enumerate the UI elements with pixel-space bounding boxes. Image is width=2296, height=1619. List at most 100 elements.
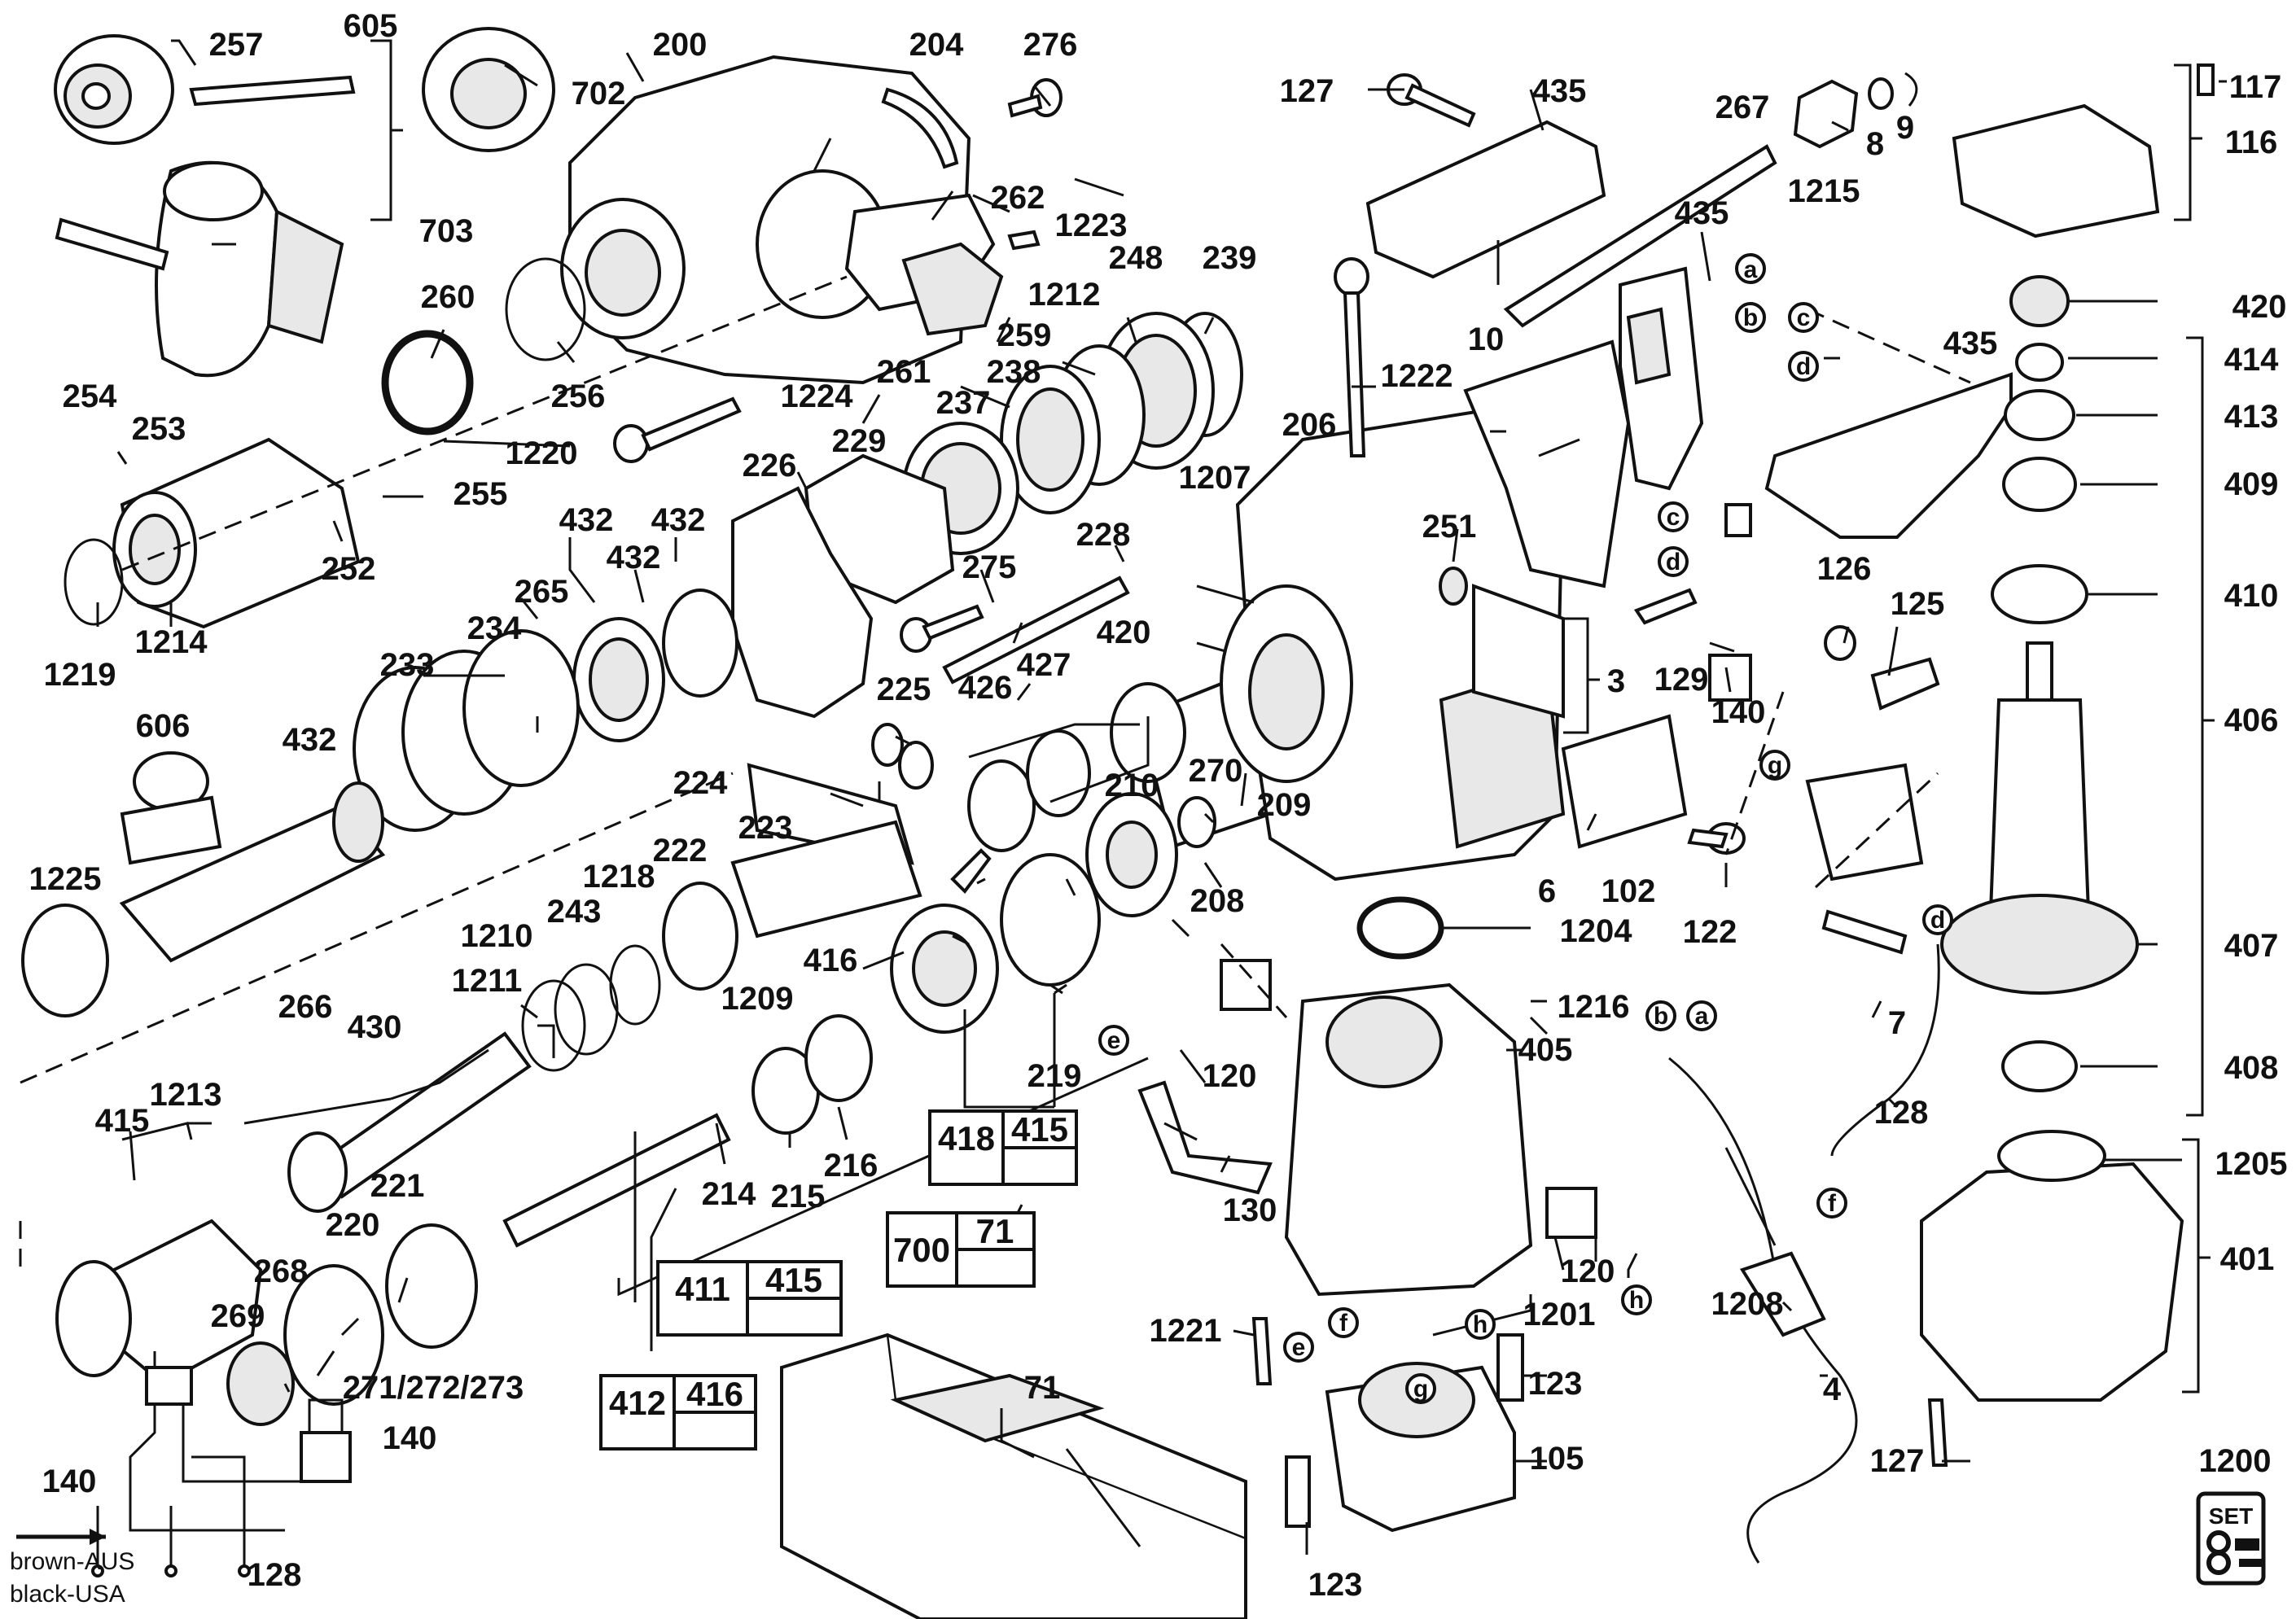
- switch-part: [1619, 266, 1704, 491]
- striker-430-part: [287, 1031, 532, 1213]
- label-406: 406: [2224, 702, 2279, 738]
- carbon-brush-part: [1633, 503, 1752, 702]
- label-432-a: 432: [559, 502, 614, 538]
- label-1204: 1204: [1560, 913, 1633, 949]
- label-427: 427: [1017, 647, 1071, 683]
- label-214: 214: [702, 1176, 756, 1212]
- connector-letter: h: [1629, 1287, 1644, 1314]
- bearing-stack-part: [1991, 343, 2088, 624]
- label-1201: 1201: [1523, 1297, 1596, 1332]
- screw-127b-part: [1927, 1398, 1948, 1467]
- ring-1219-part: [64, 538, 124, 626]
- connector-b-top: b: [1735, 302, 1766, 333]
- label-9: 9: [1896, 110, 1914, 146]
- label-102: 102: [1602, 873, 1656, 909]
- stator-housing-part: [1284, 982, 1533, 1297]
- label-413: 413: [2224, 399, 2279, 435]
- grip-702-part: [422, 27, 555, 152]
- label-1205: 1205: [2215, 1146, 2288, 1182]
- label-130: 130: [1223, 1192, 1277, 1228]
- note-brown-aus: brown-AUS: [10, 1548, 134, 1575]
- connector-letter: g: [1768, 752, 1782, 779]
- label-268: 268: [254, 1254, 309, 1289]
- label-414: 414: [2224, 342, 2279, 378]
- screw-127-part: [1387, 73, 1476, 128]
- label-405: 405: [1518, 1032, 1573, 1068]
- table-700-71: 700 71: [886, 1211, 1036, 1288]
- ring-427-part: [1026, 729, 1091, 817]
- note-black-usa: black-USA: [10, 1581, 125, 1608]
- intermediate-shaft-part: [502, 1113, 731, 1248]
- label-257: 257: [209, 27, 264, 63]
- label-222: 222: [653, 833, 708, 869]
- connector-g-bottom: g: [1405, 1373, 1436, 1404]
- label-1207: 1207: [1179, 460, 1251, 496]
- connector-letter: e: [1292, 1334, 1306, 1361]
- label-432-c: 432: [607, 540, 661, 575]
- label-122: 122: [1683, 914, 1737, 950]
- label-275: 275: [962, 549, 1017, 585]
- label-1216: 1216: [1558, 989, 1630, 1025]
- box-700-label: 700: [893, 1231, 950, 1269]
- ring-426-part: [967, 759, 1036, 852]
- label-430: 430: [348, 1009, 402, 1045]
- label-3: 3: [1607, 663, 1625, 699]
- label-269: 269: [211, 1298, 265, 1334]
- connector-letter: f: [1828, 1190, 1837, 1217]
- bearing-set-part: [902, 312, 1243, 555]
- label-1200: 1200: [2199, 1443, 2272, 1479]
- label-1218: 1218: [583, 859, 655, 895]
- connector-letter: f: [1339, 1310, 1348, 1337]
- label-206: 206: [1282, 407, 1337, 443]
- box-416-label: 416: [686, 1375, 743, 1413]
- label-1213: 1213: [150, 1077, 222, 1113]
- label-140-left: 140: [42, 1464, 97, 1499]
- label-228: 228: [1076, 517, 1131, 553]
- table-418-415: 418 415: [928, 1109, 1078, 1186]
- screw-1220-part: [613, 396, 742, 463]
- wiring-notes: brown-AUS black-USA SET: [10, 1503, 2253, 1608]
- label-432-b: 432: [651, 502, 706, 538]
- label-1222: 1222: [1381, 358, 1453, 394]
- connector-letter: e: [1107, 1027, 1121, 1054]
- clip-204-part: [881, 87, 959, 169]
- label-237: 237: [936, 385, 991, 421]
- armature-part: [1940, 641, 2139, 995]
- leader-lines: [19, 39, 2227, 1555]
- label-410: 410: [2224, 578, 2279, 614]
- o-ring-260-part: [381, 330, 474, 435]
- washer-225-part: [871, 723, 934, 790]
- plate-226-part: [731, 486, 874, 719]
- label-129: 129: [1654, 662, 1709, 698]
- box-418-label: 418: [938, 1119, 995, 1157]
- cover-435-part: [1365, 120, 1606, 279]
- label-271-272-273: 271/272/273: [343, 1370, 524, 1406]
- label-1214: 1214: [135, 624, 208, 660]
- o-ring-set-part: [521, 944, 661, 1072]
- brush-holder-120-part: [1220, 959, 1597, 1239]
- connector-h-right: h: [1621, 1284, 1652, 1315]
- label-215: 215: [771, 1179, 826, 1214]
- wire-128-part: [1830, 943, 1940, 1157]
- label-128-right: 128: [1874, 1095, 1929, 1131]
- label-248: 248: [1109, 240, 1163, 276]
- label-256: 256: [551, 378, 606, 414]
- label-265: 265: [515, 574, 569, 610]
- set-badge-text: SET: [2209, 1503, 2253, 1529]
- rod-605-part: [189, 75, 356, 107]
- label-409: 409: [2224, 466, 2279, 502]
- screw-275-part: [900, 604, 984, 653]
- connector-c-mid: c: [1658, 501, 1689, 532]
- seal-1225-part: [21, 904, 109, 1017]
- label-435-mid: 435: [1675, 195, 1729, 231]
- label-407: 407: [2224, 928, 2279, 964]
- label-251: 251: [1422, 509, 1477, 545]
- label-1221: 1221: [1150, 1313, 1222, 1349]
- label-229: 229: [832, 423, 887, 459]
- chuck-cap-part: [54, 34, 174, 145]
- connector-f-right: f: [1816, 1188, 1847, 1219]
- connector-a-top: a: [1735, 253, 1766, 284]
- label-415: 415: [95, 1103, 150, 1139]
- part-labels: 257 605 200 702 204 276 127 435 267 8 9 …: [29, 8, 2288, 1603]
- table-412-416: 412 416: [599, 1374, 757, 1451]
